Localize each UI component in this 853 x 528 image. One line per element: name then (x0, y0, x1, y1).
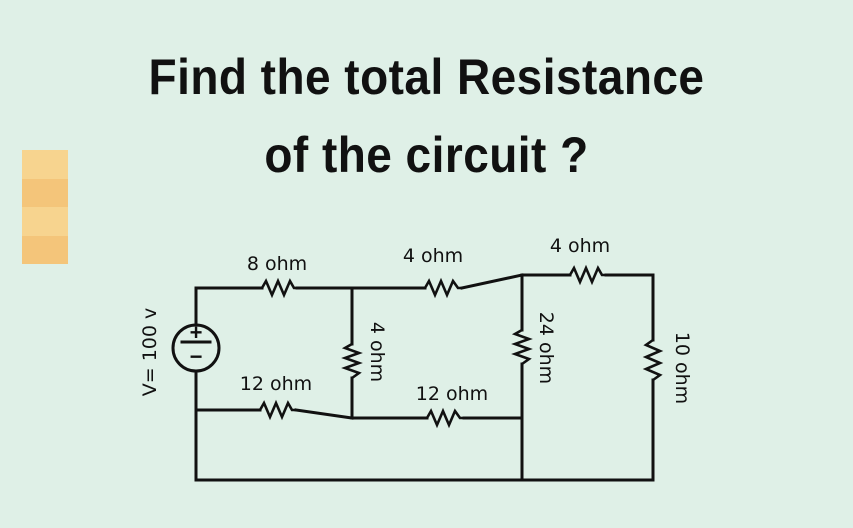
resistor-4-ohm-top-mid (423, 277, 462, 299)
label-12-ohm-mid: 12 ohm (416, 383, 488, 405)
decorative-stripes (22, 150, 68, 282)
plus-sign: + (190, 320, 203, 345)
title-line-1: Find the total Resistance (148, 49, 705, 105)
resistor-12-ohm-left (258, 399, 296, 421)
voltage-source: + − (171, 320, 221, 373)
stripe (22, 207, 68, 236)
label-4-ohm-vertical: 4 ohm (366, 322, 388, 382)
label-24-ohm: 24 ohm (535, 312, 557, 384)
stripe (22, 178, 68, 207)
label-4-ohm-top-right: 4 ohm (550, 235, 610, 257)
source-voltage-label: V= 100 v (139, 308, 161, 397)
title-line-2: of the circuit ? (264, 127, 589, 183)
resistor-4-ohm-top-right (568, 264, 606, 286)
minus-sign: − (190, 344, 203, 369)
resistor-10-ohm (642, 338, 664, 382)
label-10-ohm: 10 ohm (671, 332, 693, 404)
label-8-ohm: 8 ohm (247, 253, 307, 275)
label-4-ohm-top-mid: 4 ohm (403, 245, 463, 267)
wires (194, 273, 655, 482)
resistor-12-ohm-mid (425, 407, 464, 429)
resistor-24-ohm (511, 328, 533, 366)
stripe (22, 150, 68, 179)
resistor-8-ohm (260, 277, 297, 299)
stripe (22, 235, 68, 264)
resistor-4-ohm-vertical (341, 342, 363, 380)
label-12-ohm-left: 12 ohm (240, 373, 312, 395)
